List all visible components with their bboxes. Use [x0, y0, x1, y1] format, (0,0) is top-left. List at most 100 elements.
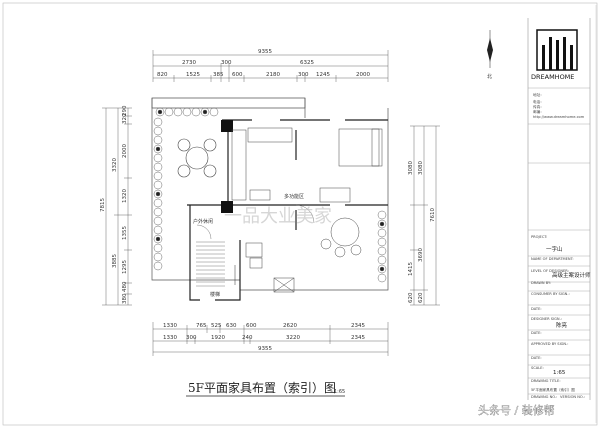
scale-label: SCALE:: [531, 366, 544, 370]
approved-label: APPROVED BY SIGN.:: [531, 342, 568, 346]
shrub-icon: [191, 107, 201, 117]
dim-label: 2000: [356, 72, 370, 78]
shrub-icon: [377, 210, 387, 220]
designer-sign-value: 陈亮: [556, 321, 568, 329]
dim-label: 1295: [122, 260, 128, 274]
north-label: 北: [487, 73, 492, 80]
dim-label: 2730: [182, 60, 196, 66]
shrub-icon: [153, 198, 163, 208]
door-swings: [196, 204, 315, 240]
shrub-icon: [153, 261, 163, 271]
column: [221, 120, 233, 132]
room-label-stairs: 楼梯: [210, 291, 220, 298]
date-label: DATE:: [531, 356, 542, 360]
shrub-icon: [377, 228, 387, 238]
dim-label: 2345: [351, 335, 365, 341]
shrub-icon: [164, 107, 174, 117]
shrub-icon: [153, 126, 163, 136]
shrub-icon: [377, 273, 387, 283]
address-line: 邮编：: [533, 109, 544, 114]
shrub-icon: [153, 117, 163, 127]
dim-label: 3885: [112, 254, 118, 268]
drawn-by-label: DRAWN BY:: [531, 281, 551, 285]
dim-label: 1320: [122, 189, 128, 203]
shrub-icon: [377, 219, 387, 229]
dim-label: 1245: [316, 72, 330, 78]
dim-label: 600: [246, 323, 257, 329]
shrub-icon: [153, 252, 163, 262]
dim-label: 600: [232, 72, 243, 78]
dim-label: 630: [226, 323, 237, 329]
room-label-multifunction: 多功能区: [284, 193, 304, 200]
top-dimension-lines: [152, 50, 389, 82]
right-dimension-lines: [410, 125, 440, 306]
north-arrow-icon: [487, 30, 493, 68]
dim-label: 480: [122, 281, 128, 292]
consumer-label: CONSUMER BY SIGN.:: [531, 292, 570, 296]
shrub-icon: [153, 180, 163, 190]
shrub-icon: [173, 107, 183, 117]
dim-label: 3080: [408, 161, 414, 175]
date-label: DATE:: [531, 307, 542, 311]
shrub-icon: [153, 207, 163, 217]
building-outline: [151, 97, 389, 291]
designer-level-value: 高级主案设计师: [552, 271, 591, 279]
dim-label: 1920: [211, 335, 225, 341]
shrub-icon: [153, 243, 163, 253]
shrub-icon: [200, 107, 210, 117]
logo-icon: [536, 29, 578, 71]
dim-label: 6325: [300, 60, 314, 66]
furniture: [231, 127, 383, 293]
shrub-icon: [153, 171, 163, 181]
footer-credit: 头条号 / 装修帮: [478, 403, 555, 417]
watermark: 一品大业美家: [224, 206, 332, 227]
drawing-no-label: DRAWING NO.:: [531, 395, 557, 399]
department-label: NAME OF DEPARTMENT:: [531, 257, 574, 261]
brand-name: DREAMHOME: [531, 73, 574, 81]
shrub-icon: [153, 189, 163, 199]
dim-label: 320: [122, 113, 128, 124]
stairs: [196, 241, 225, 287]
drawing-title-value: 5F平面家具布置（索引）图: [531, 387, 575, 392]
dim-label: 2620: [283, 323, 297, 329]
room-label-outdoor: 户外休闲: [193, 218, 213, 225]
shrub-icon: [377, 264, 387, 274]
shrub-icon: [209, 107, 219, 117]
dim-label: 240: [242, 335, 253, 341]
dim-bottom-total: 9355: [258, 346, 272, 352]
dim-label: 385: [213, 72, 224, 78]
dim-label: 1330: [163, 323, 177, 329]
drawing-title-label: DRAWING TITLE:: [531, 379, 561, 383]
address-line: http://www.dreamhome.com: [533, 115, 585, 119]
dim-label: 300: [221, 60, 232, 66]
date-label: DATE:: [531, 331, 542, 335]
address-line: 传真：: [533, 104, 544, 109]
address-line: 地址：: [533, 92, 544, 97]
bottom-dimension-lines: [152, 322, 389, 356]
shrub-icon: [377, 246, 387, 256]
dim-label: 525: [211, 323, 222, 329]
dim-label: 620: [418, 292, 424, 303]
shrub-icon: [153, 162, 163, 172]
address-line: 电话：: [533, 99, 544, 104]
dim-label: 380: [122, 293, 128, 304]
dim-top-total: 9355: [258, 49, 272, 55]
dim-label: 3220: [286, 335, 300, 341]
dim-label: 1330: [163, 335, 177, 341]
dim-label: 820: [157, 72, 168, 78]
drawing-scale: 1:65: [334, 389, 345, 395]
dim-label: 620: [408, 292, 414, 303]
dim-label: 3320: [112, 158, 118, 172]
dim-label: 2000: [122, 144, 128, 158]
designer-sign-label: DESIGNER SIGN.:: [531, 317, 562, 321]
dim-label: 1415: [408, 262, 414, 276]
project-label: PROJECT:: [531, 235, 547, 239]
dim-label: 2180: [266, 72, 280, 78]
left-dimension-lines: [102, 107, 132, 306]
dim-label: 2345: [351, 323, 365, 329]
shrub-icon: [155, 107, 165, 117]
planter-shrubs: [153, 107, 387, 283]
shrub-icon: [182, 107, 192, 117]
outdoor-table-set: [177, 138, 217, 178]
dim-label: 3690: [418, 248, 424, 262]
